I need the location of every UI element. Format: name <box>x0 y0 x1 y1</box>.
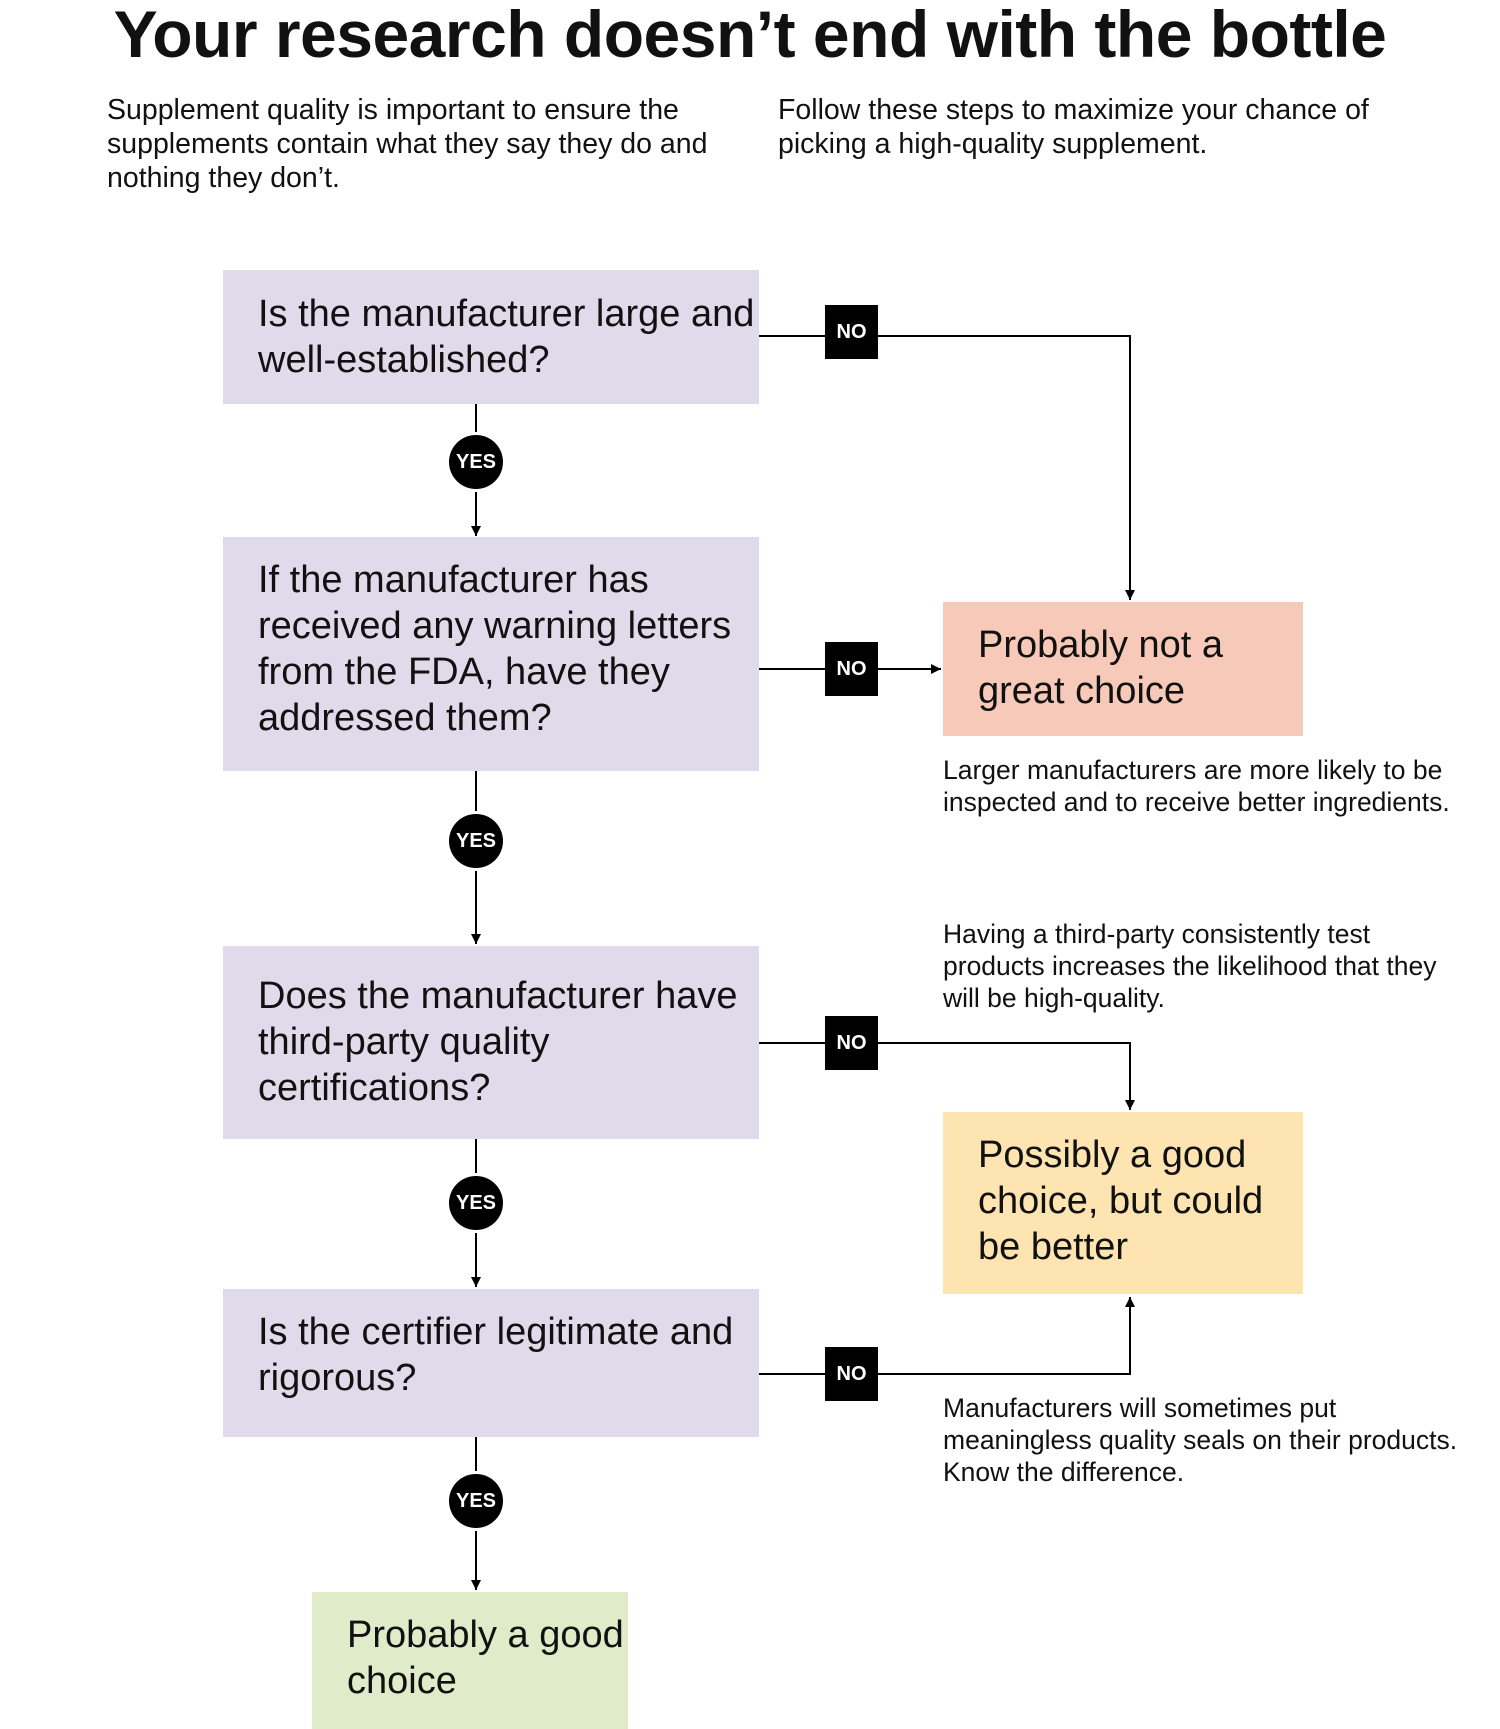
yes-badge: YES <box>449 1474 503 1528</box>
outcome-box-possibly-good: Possibly a good choice, but could be bet… <box>943 1112 1303 1294</box>
outcome-box-not-great: Probably not a great choice <box>943 602 1303 736</box>
page-title: Your research doesn’t end with the bottl… <box>113 0 1387 71</box>
yes-badge: YES <box>449 814 503 868</box>
yes-badge: YES <box>449 1176 503 1230</box>
question-box-third-party-certifications: Does the manufacturer have third-party q… <box>223 946 759 1139</box>
note-quality-seals: Manufacturers will sometimes put meaning… <box>943 1393 1458 1487</box>
question-box-certifier-legitimacy: Is the certifier legitimate and rigorous… <box>223 1289 759 1437</box>
no-badge: NO <box>825 1347 878 1401</box>
note-manufacturer-size: Larger manufacturers are more likely to … <box>943 755 1450 817</box>
yes-badge: YES <box>449 435 503 489</box>
intro-right-text: Follow these steps to maximize your chan… <box>778 94 1369 160</box>
no-badge: NO <box>825 642 878 696</box>
intro-left-text: Supplement quality is important to ensur… <box>107 94 708 194</box>
question-box-fda-warnings: If the manufacturer has received any war… <box>223 537 759 771</box>
outcome-box-good: Probably a good choice <box>312 1592 628 1729</box>
question-box-manufacturer-size: Is the manufacturer large and well-estab… <box>223 270 759 404</box>
no-badge: NO <box>825 1016 878 1070</box>
note-third-party-testing: Having a third-party consistently test p… <box>943 919 1437 1013</box>
no-badge: NO <box>825 305 878 359</box>
connector-q4-no <box>759 1297 1135 1375</box>
connector-q1-no <box>759 335 1135 600</box>
connector-q3-no <box>759 1042 1135 1110</box>
